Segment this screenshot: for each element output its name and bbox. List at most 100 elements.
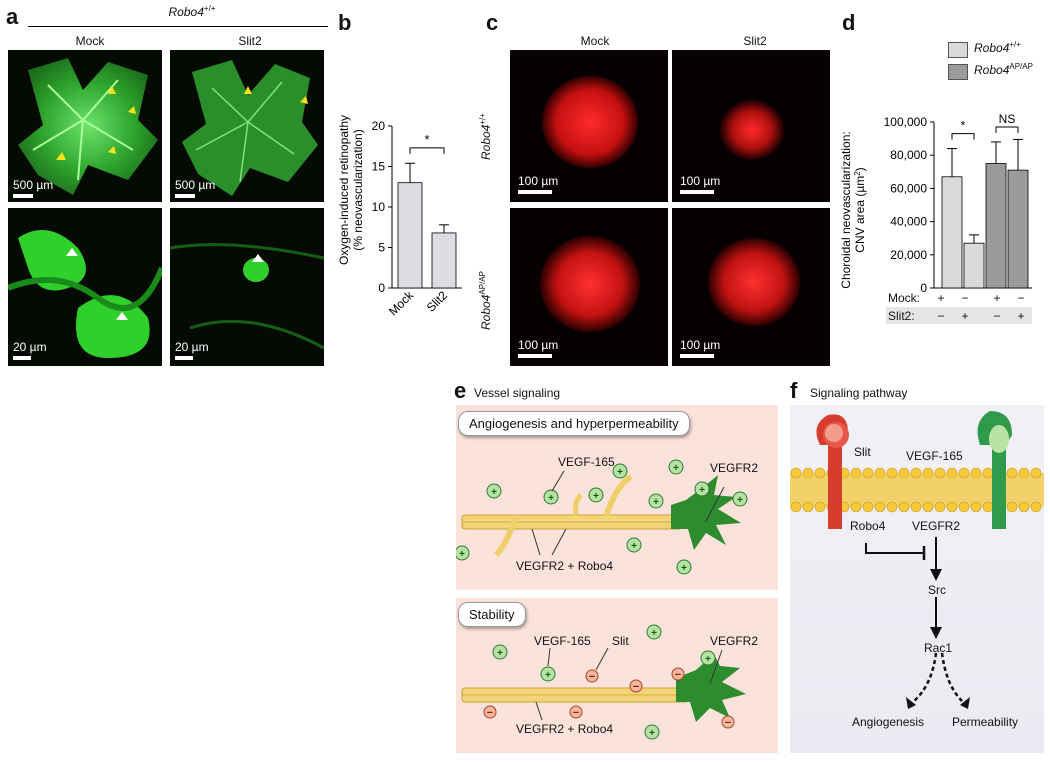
slit-sign: − [993, 309, 1001, 323]
stability-title: Stability [458, 602, 526, 627]
panel-b-ylabel-1: Oxygen-induced retinopathy [337, 115, 351, 265]
permeability-label: Permeability [952, 715, 1019, 729]
significance-label: * [961, 119, 966, 133]
panel-c-row-ap: Robo4AP/AP [478, 271, 493, 330]
legend-swatch-ap [948, 64, 968, 80]
y-tick-label: 15 [372, 160, 386, 174]
panel-a-label: a [6, 4, 19, 29]
significance-star: * [424, 132, 429, 147]
vegfr2-label: VEGFR2 [912, 519, 961, 533]
retina-slit2-image: 500 µm [170, 50, 324, 202]
legend-swatch-wt [948, 42, 968, 58]
slit-sign: + [961, 309, 969, 323]
y-tick-label: 20 [372, 119, 386, 133]
y-tick-label: 10 [372, 200, 386, 214]
slit-row-label: Slit2: [888, 309, 915, 323]
svg-text:−: − [573, 707, 579, 719]
cnv-wt-mock-image: 100 µm [510, 50, 668, 202]
panel-c-col-slit2: Slit2 [743, 34, 767, 48]
panel-d-label: d [842, 10, 856, 35]
panel-a-col-mock: Mock [75, 34, 105, 48]
angiogenesis-title: Angiogenesis and hyperpermeability [458, 411, 690, 436]
panel-c-row-wt: Robo4+/+ [478, 113, 493, 160]
svg-text:−: − [633, 681, 639, 693]
bar [1007, 169, 1029, 289]
scalebar-100um: 100 µm [680, 338, 720, 358]
vegfr2-label: VEGFR2 [710, 461, 759, 475]
slit-sign: + [1017, 309, 1025, 323]
panel-e-label: e [454, 378, 467, 403]
bar [963, 242, 985, 289]
svg-text:+: + [459, 549, 465, 560]
panel-c-label: c [486, 10, 499, 35]
y-tick-label: 0 [920, 281, 927, 295]
scalebar-20um: 20 µm [175, 340, 209, 360]
svg-text:−: − [589, 671, 595, 683]
scalebar-100um: 100 µm [518, 174, 558, 194]
robo4-label: Robo4 [850, 519, 886, 533]
significance-bracket [995, 126, 1019, 133]
legend-label-wt: Robo4+/+ [974, 40, 1021, 55]
svg-text:+: + [649, 728, 655, 739]
rac1-label: Rac1 [924, 641, 953, 655]
slit-label: Slit [854, 445, 871, 459]
y-tick-label: 5 [378, 241, 385, 255]
panel-c-col-mock: Mock [580, 34, 610, 48]
svg-text:+: + [491, 487, 497, 498]
svg-text:+: + [681, 563, 687, 574]
scalebar-500um: 500 µm [13, 178, 53, 198]
y-tick-label: 40,000 [890, 215, 927, 229]
x-tick-label: Slit2 [424, 288, 451, 315]
panel-f-title: Signaling pathway [810, 386, 908, 400]
svg-text:+: + [699, 485, 705, 496]
svg-text:+: + [545, 670, 551, 681]
vegfr2-robo4-label: VEGFR2 + Robo4 [516, 559, 614, 573]
y-tick-label: 100,000 [884, 115, 928, 129]
panel-a-col-slit2: Slit2 [238, 34, 262, 48]
bar [941, 176, 963, 289]
vegfr2-label: VEGFR2 [710, 634, 759, 648]
svg-text:−: − [725, 717, 731, 729]
mock-sign: + [993, 291, 1001, 305]
cnv-ap-slit2-image: 100 µm [672, 208, 830, 366]
slit-sign: − [937, 309, 945, 323]
panel-a-genotype-rule [28, 26, 328, 27]
retina-mock-zoom-image: 20 µm [8, 208, 162, 366]
slit-label: Slit [612, 634, 629, 648]
mock-sign: − [961, 291, 969, 305]
vegf165-label: VEGF-165 [558, 455, 615, 469]
x-tick-label: Mock [386, 288, 417, 319]
bar [431, 232, 457, 289]
panel-f-label: f [790, 378, 798, 403]
scalebar-500um: 500 µm [175, 178, 215, 198]
svg-text:+: + [593, 491, 599, 502]
src-label: Src [928, 583, 946, 597]
mock-sign: − [1017, 291, 1025, 305]
bar [397, 182, 423, 289]
vegf165-label: VEGF-165 [534, 634, 591, 648]
svg-text:+: + [673, 463, 679, 474]
scalebar-100um: 100 µm [518, 338, 558, 358]
y-tick-label: 80,000 [890, 148, 927, 162]
legend-label-ap: Robo4AP/AP [974, 62, 1033, 77]
svg-text:+: + [548, 493, 554, 504]
panel-a-genotype: Robo4+/+ [168, 4, 216, 19]
svg-text:+: + [617, 467, 623, 478]
y-tick-label: 20,000 [890, 248, 927, 262]
retina-mock-image: 500 µm [8, 50, 162, 202]
vegf165-label: VEGF-165 [906, 449, 963, 463]
mock-row-label: Mock: [888, 291, 921, 305]
svg-text:+: + [497, 648, 503, 659]
svg-text:+: + [651, 628, 657, 639]
angiogenesis-label: Angiogenesis [852, 715, 925, 729]
svg-text:−: − [675, 669, 681, 681]
y-tick-label: 60,000 [890, 181, 927, 195]
svg-text:−: − [487, 707, 493, 719]
slit-row-bg [886, 307, 1032, 324]
panel-e-title: Vessel signaling [474, 386, 561, 400]
y-tick-label: 0 [378, 281, 385, 295]
svg-text:+: + [631, 541, 637, 552]
panel-b-label: b [338, 10, 352, 35]
